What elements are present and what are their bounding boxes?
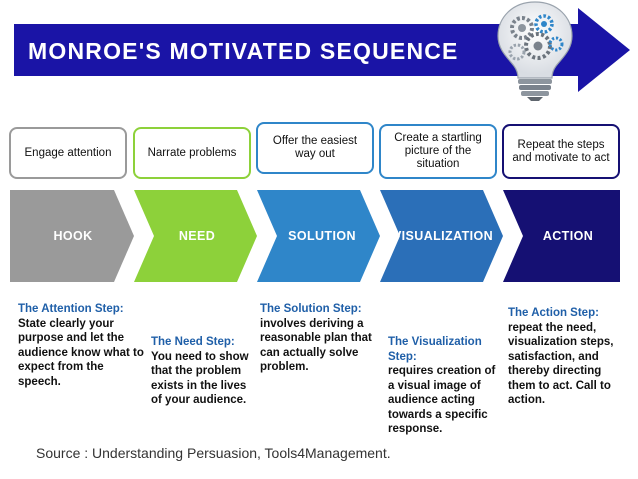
- step-desc-hook-heading: The Attention Step:: [18, 303, 124, 315]
- step-box-visualization: Create a startling picture of the situat…: [379, 124, 497, 179]
- step-desc-need: The Need Step: You need to show that the…: [151, 335, 259, 408]
- chevron-label-hook: HOOK: [53, 229, 93, 243]
- chevron-action: [503, 190, 620, 282]
- step-desc-solution: The Solution Step: involves deriving a r…: [260, 302, 384, 375]
- chevron-label-action: ACTION: [542, 229, 594, 243]
- step-box-action: Repeat the steps and motivate to act: [502, 124, 620, 179]
- chevron-label-need: NEED: [178, 229, 216, 243]
- banner-arrow-shape: [14, 8, 630, 92]
- step-desc-need-text: You need to show that the problem exists…: [151, 350, 249, 407]
- step-box-solution: Offer the easiest way out: [256, 122, 374, 174]
- lightbulb-gears-icon: [497, 1, 573, 101]
- step-desc-visualization-heading: The Visualization Step:: [388, 336, 482, 363]
- source-citation: Source : Understanding Persuasion, Tools…: [36, 445, 391, 461]
- step-desc-solution-heading: The Solution Step:: [260, 303, 362, 315]
- chevron-hook: [10, 190, 134, 282]
- step-desc-visualization-text: requires creation of a visual image of a…: [388, 365, 496, 435]
- step-box-hook-text: Engage attention: [24, 146, 112, 159]
- chevron-visualization: [380, 190, 503, 282]
- step-desc-visualization: The Visualization Step: requires creatio…: [388, 335, 500, 437]
- chevron-label-visualization: VISUALIZATION: [392, 229, 494, 243]
- step-box-action-text: Repeat the steps and motivate to act: [512, 138, 610, 164]
- title-banner-arrow: [10, 0, 636, 100]
- process-chevrons: [10, 190, 620, 282]
- chevron-solution: [257, 190, 380, 282]
- step-desc-action-text: repeat the need, visualization steps, sa…: [508, 321, 614, 407]
- step-desc-hook: The Attention Step: State clearly your p…: [18, 302, 146, 389]
- chevron-need: [134, 190, 257, 282]
- step-desc-action: The Action Step: repeat the need, visual…: [508, 306, 620, 408]
- step-desc-need-heading: The Need Step:: [151, 336, 235, 348]
- step-box-visualization-text: Create a startling picture of the situat…: [394, 132, 482, 170]
- step-box-need: Narrate problems: [133, 127, 251, 179]
- step-desc-solution-text: involves deriving a reasonable plan that…: [260, 317, 372, 374]
- step-box-need-text: Narrate problems: [147, 146, 237, 159]
- page-title: MONROE'S MOTIVATED SEQUENCE: [28, 38, 459, 64]
- chevron-label-solution: SOLUTION: [288, 229, 356, 243]
- step-desc-hook-text: State clearly your purpose and let the a…: [18, 317, 144, 388]
- step-desc-action-heading: The Action Step:: [508, 307, 599, 319]
- step-box-hook: Engage attention: [9, 127, 127, 179]
- step-box-solution-text: Offer the easiest way out: [272, 135, 358, 160]
